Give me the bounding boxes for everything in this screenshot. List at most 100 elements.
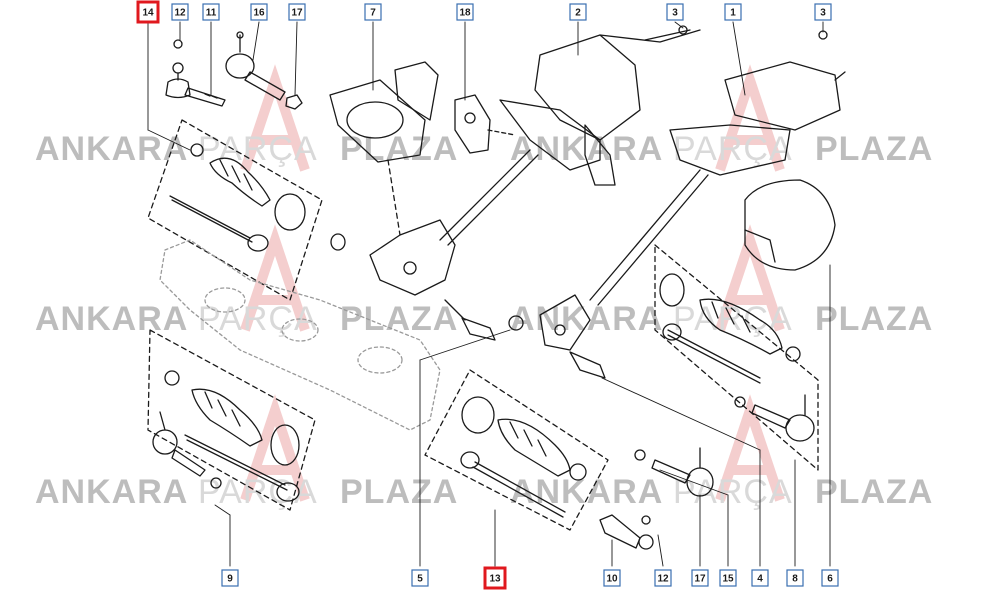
tie-rod-end-16 — [225, 31, 286, 101]
watermark-word-parca: PARÇA — [673, 130, 793, 168]
tie-rod-end-10 — [599, 514, 654, 550]
callout-box — [786, 569, 804, 587]
watermark-word-plaza: PLAZA — [815, 473, 933, 511]
tie-rod-end-11 — [165, 62, 226, 107]
callout-c18-top: 18 — [456, 3, 474, 21]
callout-number: 16 — [253, 8, 265, 19]
callout-box — [691, 569, 709, 587]
callout-c13-bottom: 13 — [483, 566, 507, 590]
callout-c2-top: 2 — [569, 3, 587, 21]
callout-c7-top: 7 — [364, 3, 382, 21]
callout-number: 15 — [722, 574, 734, 585]
watermark-row-3: ANKARA PARÇA PLAZA ANKARA PARÇA PLAZA — [35, 473, 933, 511]
watermark-word-parca: PARÇA — [673, 300, 793, 338]
callout-box — [288, 3, 306, 21]
callout-number: 5 — [417, 574, 423, 585]
watermark-row-1: ANKARA PARÇA PLAZA ANKARA PARÇA PLAZA — [35, 130, 933, 168]
bellows-kit-upper-left — [169, 143, 306, 252]
callout-box — [250, 3, 268, 21]
callout-box — [202, 3, 220, 21]
callout-number: 4 — [757, 574, 763, 585]
callout-c6-bottom: 6 — [821, 569, 839, 587]
callout-number: 12 — [657, 574, 669, 585]
steering-column-right — [508, 61, 846, 379]
column-cover-6 — [744, 179, 836, 271]
callout-c1-top: 1 — [724, 3, 742, 21]
watermark-word-plaza: PLAZA — [340, 130, 458, 168]
leader-lines — [147, 21, 831, 567]
callout-c15-bottom: 15 — [719, 569, 737, 587]
callout-number: 14 — [142, 8, 154, 19]
callout-number: 17 — [291, 8, 303, 19]
callout-box — [136, 0, 160, 24]
watermark-word-ankara: ANKARA — [510, 130, 663, 168]
callout-box — [666, 3, 684, 21]
watermark-row-2: ANKARA PARÇA PLAZA ANKARA PARÇA PLAZA — [35, 300, 933, 338]
watermark-logo-top — [240, 64, 785, 502]
callout-number: 1 — [730, 8, 736, 19]
nut-12-top — [173, 39, 183, 49]
callout-box — [221, 569, 239, 587]
callout-number: 13 — [489, 574, 501, 585]
callout-c17-top: 17 — [288, 3, 306, 21]
callout-c5-bottom: 5 — [411, 569, 429, 587]
callout-c8-bottom: 8 — [786, 569, 804, 587]
kit-outline-left-upper — [147, 119, 323, 301]
bracket-18 — [454, 94, 516, 154]
callout-number: 7 — [370, 8, 376, 19]
nut-17-top — [285, 94, 303, 110]
callout-c11-top: 11 — [202, 3, 220, 21]
watermark-word-ankara: ANKARA — [35, 473, 188, 511]
callout-box — [654, 569, 672, 587]
callout-c14-top: 14 — [136, 0, 160, 24]
callout-c12-bottom: 12 — [654, 569, 672, 587]
callout-number: 3 — [672, 8, 678, 19]
parts-drawing — [147, 21, 846, 567]
callout-number: 2 — [575, 8, 581, 19]
watermark-word-parca: PARÇA — [673, 473, 793, 511]
callout-box — [821, 569, 839, 587]
callout-box — [364, 3, 382, 21]
callout-box — [724, 3, 742, 21]
watermark-word-parca: PARÇA — [198, 130, 318, 168]
callout-c10-bottom: 10 — [603, 569, 621, 587]
callout-box — [456, 3, 474, 21]
callout-box — [483, 566, 507, 590]
kit-outline-right — [654, 244, 819, 471]
callout-c3-top-b: 3 — [814, 3, 832, 21]
kit-outline-center-lower — [424, 369, 609, 531]
callout-box — [569, 3, 587, 21]
callout-number: 12 — [174, 8, 186, 19]
watermark-word-ankara: ANKARA — [510, 300, 663, 338]
watermark-word-plaza: PLAZA — [340, 473, 458, 511]
steering-column-left — [330, 29, 701, 341]
callout-box — [603, 569, 621, 587]
watermark-word-plaza: PLAZA — [815, 130, 933, 168]
callout-c9-bottom: 9 — [221, 569, 239, 587]
steering-rack-housing — [159, 239, 441, 431]
watermark: ANKARA PARÇA PLAZA ANKARA PARÇA PLAZA AN… — [35, 64, 933, 511]
callout-number: 18 — [459, 8, 471, 19]
callout-box — [411, 569, 429, 587]
watermark-word-ankara: ANKARA — [510, 473, 663, 511]
bellows-kit-lower-left — [152, 370, 300, 502]
bellows-kit-center-13 — [460, 396, 587, 518]
callout-c12-top: 12 — [171, 3, 189, 21]
callout-box — [171, 3, 189, 21]
callout-c3-top-a: 3 — [666, 3, 684, 21]
dust-boot-7 — [329, 61, 439, 236]
watermark-word-plaza: PLAZA — [815, 300, 933, 338]
watermark-word-ankara: ANKARA — [35, 300, 188, 338]
callout-number: 3 — [820, 8, 826, 19]
callout-box — [751, 569, 769, 587]
callout-number: 6 — [827, 574, 833, 585]
watermark-word-ankara: ANKARA — [35, 130, 188, 168]
callout-number: 17 — [694, 574, 706, 585]
callout-c16-top: 16 — [250, 3, 268, 21]
callout-number: 11 — [206, 8, 217, 19]
callout-number: 9 — [227, 574, 233, 585]
callout-c17-bottom: 17 — [691, 569, 709, 587]
